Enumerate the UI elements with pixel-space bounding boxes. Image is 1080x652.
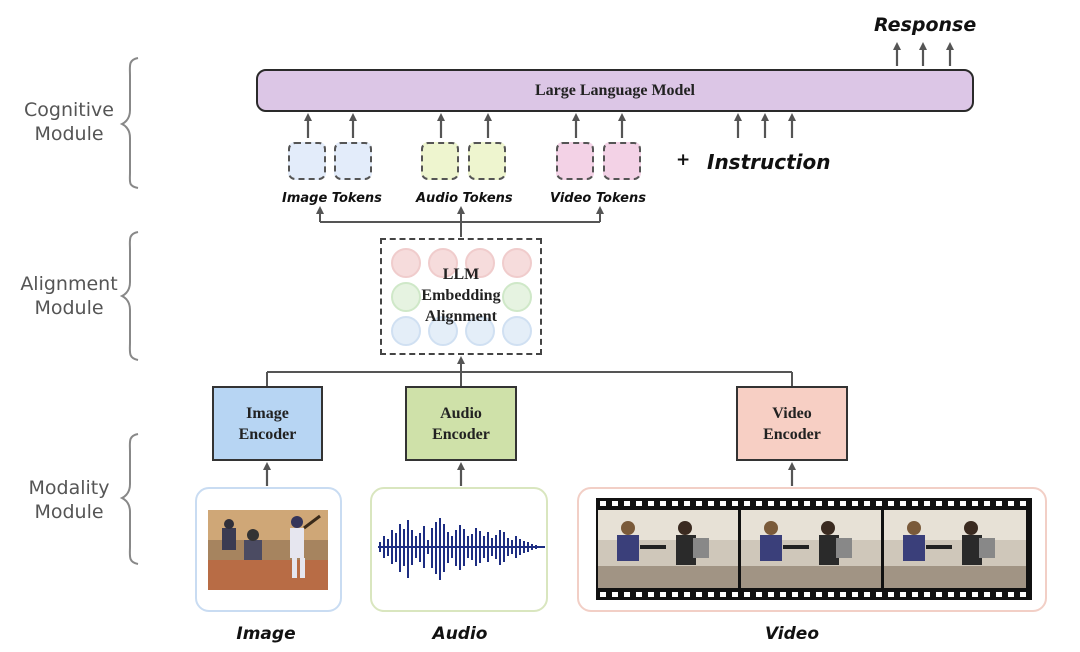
video-encoder-label: Video Encoder	[763, 404, 821, 443]
alignment-circle	[391, 316, 421, 346]
video-input-frame	[577, 487, 1047, 612]
alignment-label: LLM Embedding Alignment	[421, 266, 501, 325]
video-frame-3	[884, 510, 1026, 588]
modality-module-label: Modality Module	[28, 477, 110, 523]
encoders-to-alignment	[266, 371, 793, 386]
alignment-circle	[465, 316, 495, 346]
cognitive-module-label: Cognitive Module	[24, 99, 114, 145]
modality-brace	[119, 433, 139, 565]
instruction-label: Instruction	[707, 150, 831, 174]
cognitive-brace	[119, 57, 139, 189]
embedding-alignment-box	[380, 238, 542, 355]
alignment-circle	[502, 282, 532, 312]
audio-input-label: Audio	[432, 624, 488, 644]
image-tokens-label: Image Tokens	[282, 191, 382, 206]
image-encoder-box: Image Encoder	[212, 386, 323, 461]
image-input-label: Image	[236, 624, 296, 644]
plus-sign: +	[676, 150, 691, 170]
token-arrows	[304, 113, 796, 138]
video-encoder-box: Video Encoder	[736, 386, 848, 461]
audio-waveform	[378, 518, 545, 580]
image-input-frame	[195, 487, 342, 612]
image-token-1	[288, 142, 326, 180]
alignment-circle	[428, 316, 458, 346]
video-token-2	[603, 142, 641, 180]
audio-input-frame	[370, 487, 548, 612]
alignment-brace	[119, 231, 139, 361]
video-filmstrip	[596, 498, 1032, 600]
alignment-circle	[391, 248, 421, 278]
video-frame-1	[598, 510, 738, 588]
alignment-circle	[502, 248, 532, 278]
image-thumbnail	[208, 510, 328, 590]
audio-encoder-label: Audio Encoder	[432, 404, 490, 443]
video-tokens-label: Video Tokens	[550, 191, 646, 206]
alignment-circle	[428, 248, 458, 278]
alignment-module-label: Alignment Module	[20, 273, 118, 319]
alignment-circle	[391, 282, 421, 312]
response-label: Response	[874, 14, 977, 36]
audio-token-1	[421, 142, 459, 180]
video-token-1	[556, 142, 594, 180]
alignment-circle	[465, 248, 495, 278]
video-input-label: Video	[764, 624, 820, 644]
alignment-to-tokens	[320, 221, 600, 237]
image-encoder-label: Image Encoder	[238, 404, 297, 443]
audio-token-2	[468, 142, 506, 180]
media-arrows	[263, 462, 796, 486]
audio-tokens-label: Audio Tokens	[416, 191, 513, 206]
response-arrows	[893, 42, 954, 66]
image-token-2	[334, 142, 372, 180]
video-frame-2	[741, 510, 881, 588]
large-language-model-box: Large Language Model	[256, 69, 974, 112]
audio-encoder-box: Audio Encoder	[405, 386, 517, 461]
alignment-circle	[502, 316, 532, 346]
llm-label: Large Language Model	[535, 81, 695, 99]
